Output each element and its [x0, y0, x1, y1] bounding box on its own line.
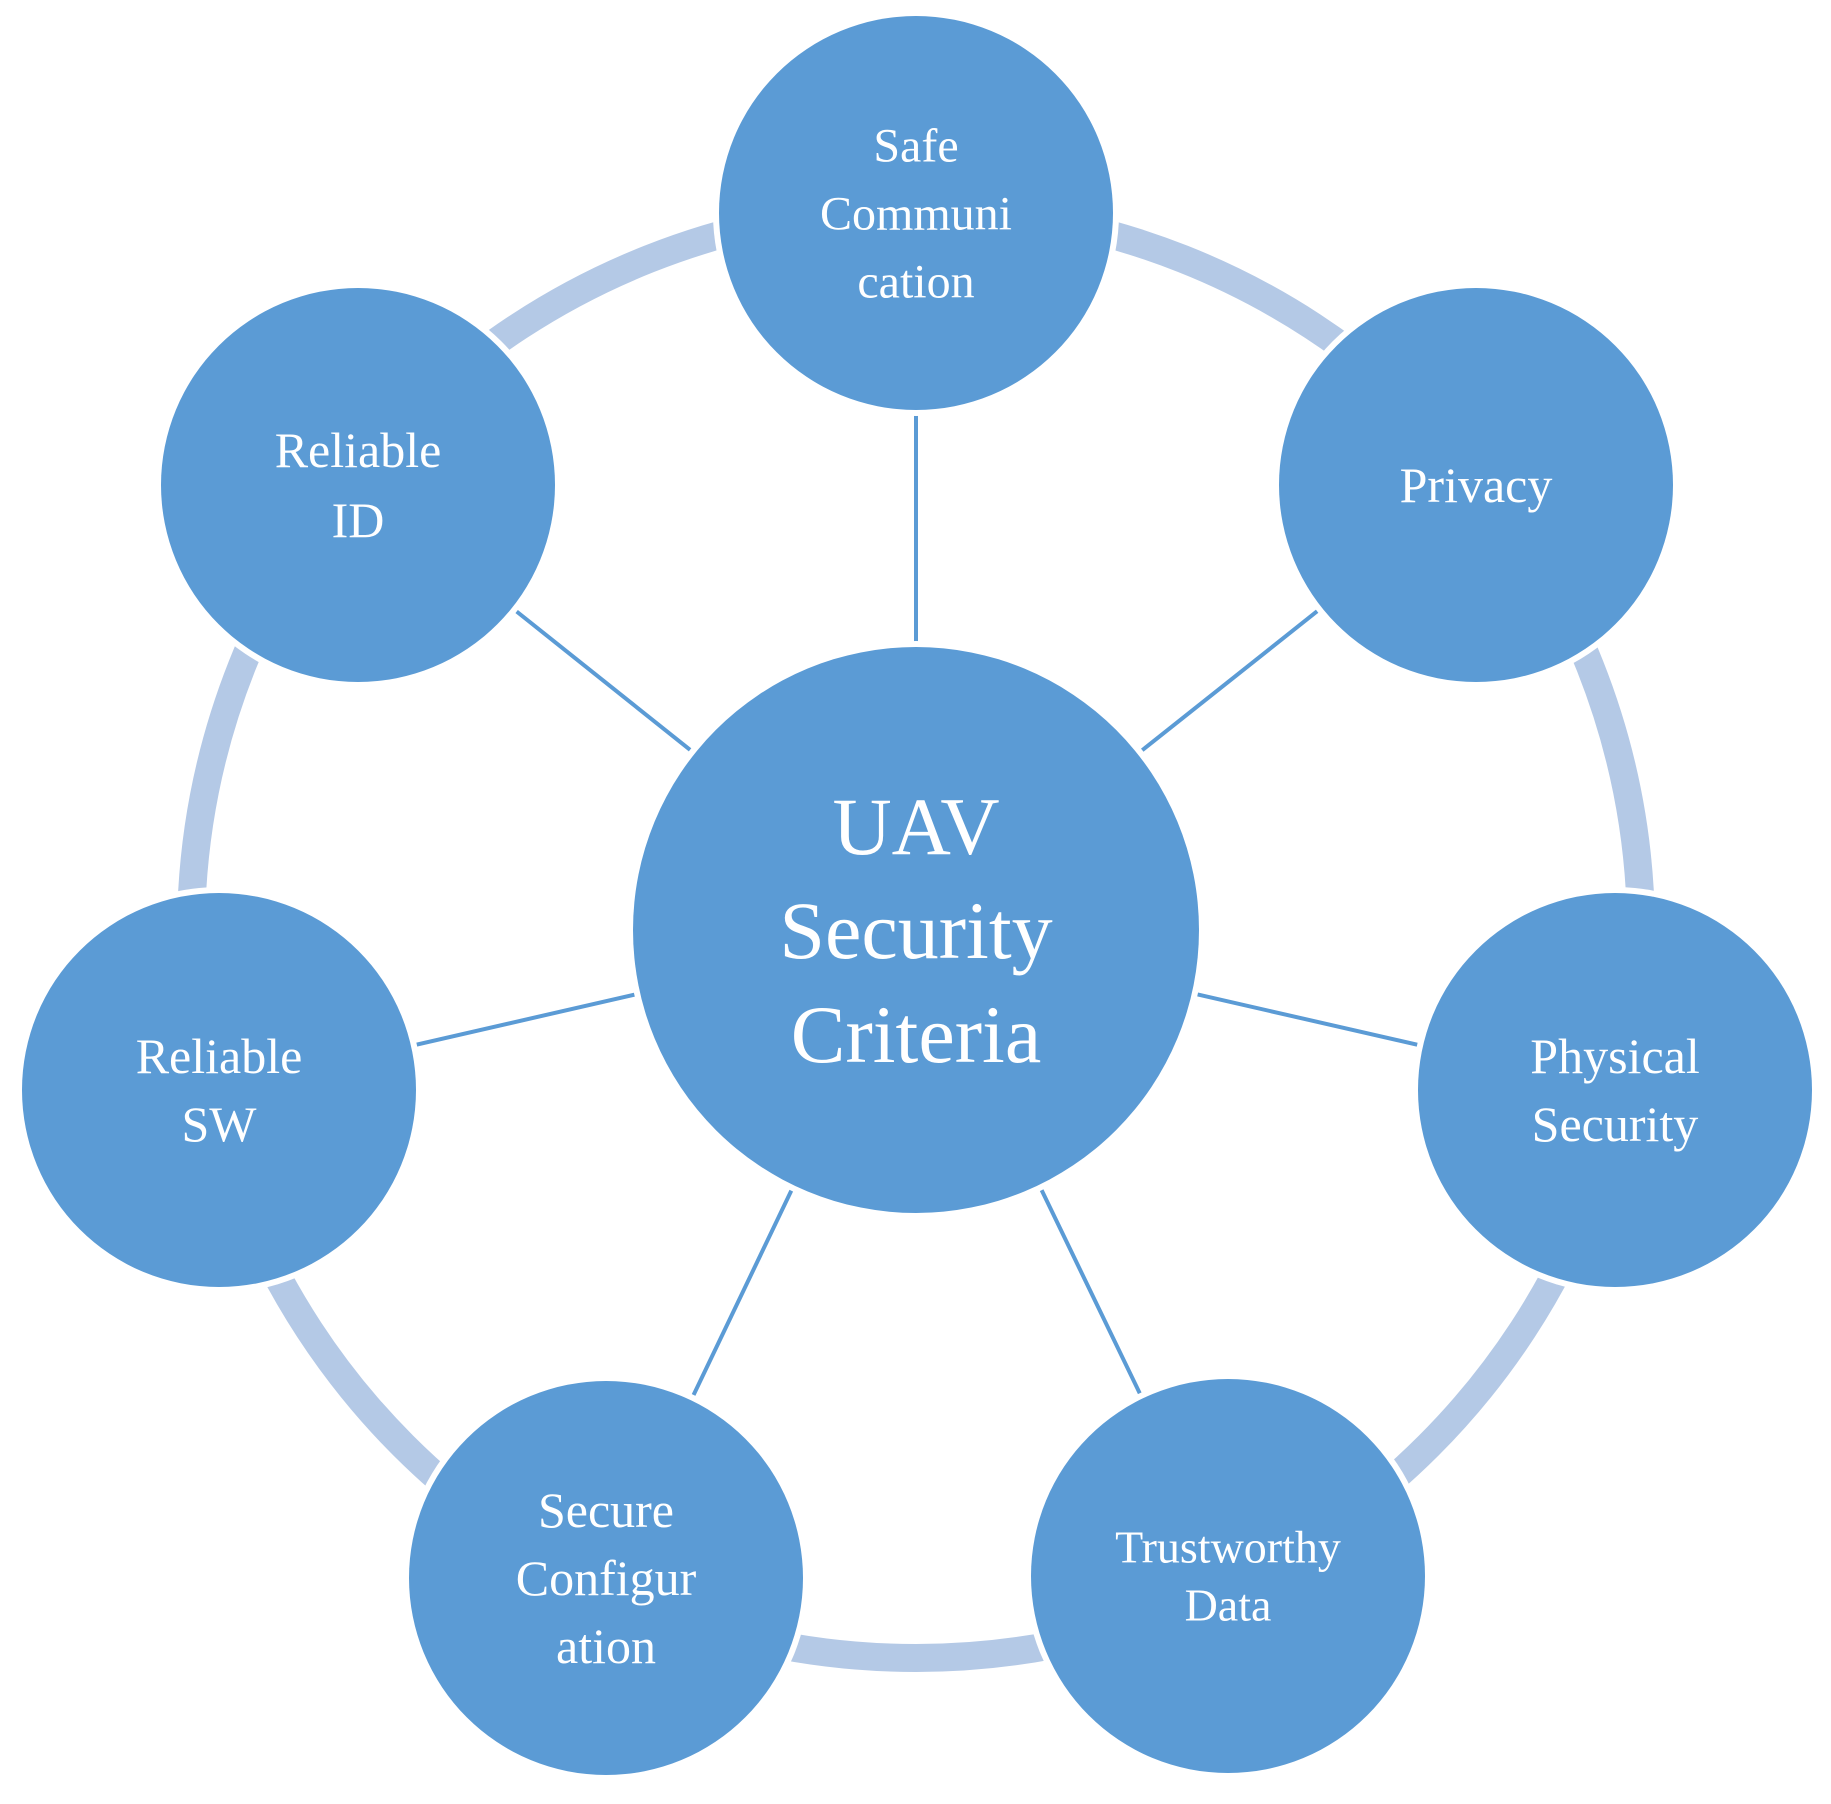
node-circle: [22, 893, 416, 1287]
node-label-line: SW: [182, 1096, 258, 1152]
node-circle: [161, 288, 555, 682]
node-label-line: Privacy: [1400, 457, 1553, 513]
node-label-line: Trustworthy: [1115, 1522, 1341, 1573]
center-label-line: Criteria: [791, 989, 1041, 1080]
node-circle: [1418, 893, 1812, 1287]
node-label-line: Safe: [873, 119, 958, 172]
node-label-line: Physical: [1530, 1028, 1699, 1084]
nodes: SafeCommunicationPrivacyPhysicalSecurity…: [16, 10, 1818, 1781]
node-label-line: ation: [556, 1618, 656, 1674]
center-circle: [633, 647, 1199, 1213]
node-label-line: Reliable: [136, 1028, 303, 1084]
node-label-line: cation: [857, 255, 974, 308]
node-label-line: Security: [1532, 1096, 1699, 1152]
node-label-line: Data: [1185, 1580, 1272, 1631]
node-label-line: Reliable: [275, 422, 442, 478]
node-label-line: Communi: [820, 187, 1012, 240]
node-label-line: Secure: [538, 1482, 674, 1538]
node-label-line: ID: [332, 492, 385, 548]
node-circle: [1031, 1379, 1425, 1773]
center-label-line: UAV: [832, 781, 999, 872]
node-privacy: Privacy: [1273, 282, 1679, 688]
center-label-line: Security: [779, 885, 1052, 976]
node-label-line: Configur: [516, 1550, 697, 1606]
node-circle: [409, 1381, 803, 1775]
node-circle: [719, 16, 1113, 410]
node-circle: [1279, 288, 1673, 682]
